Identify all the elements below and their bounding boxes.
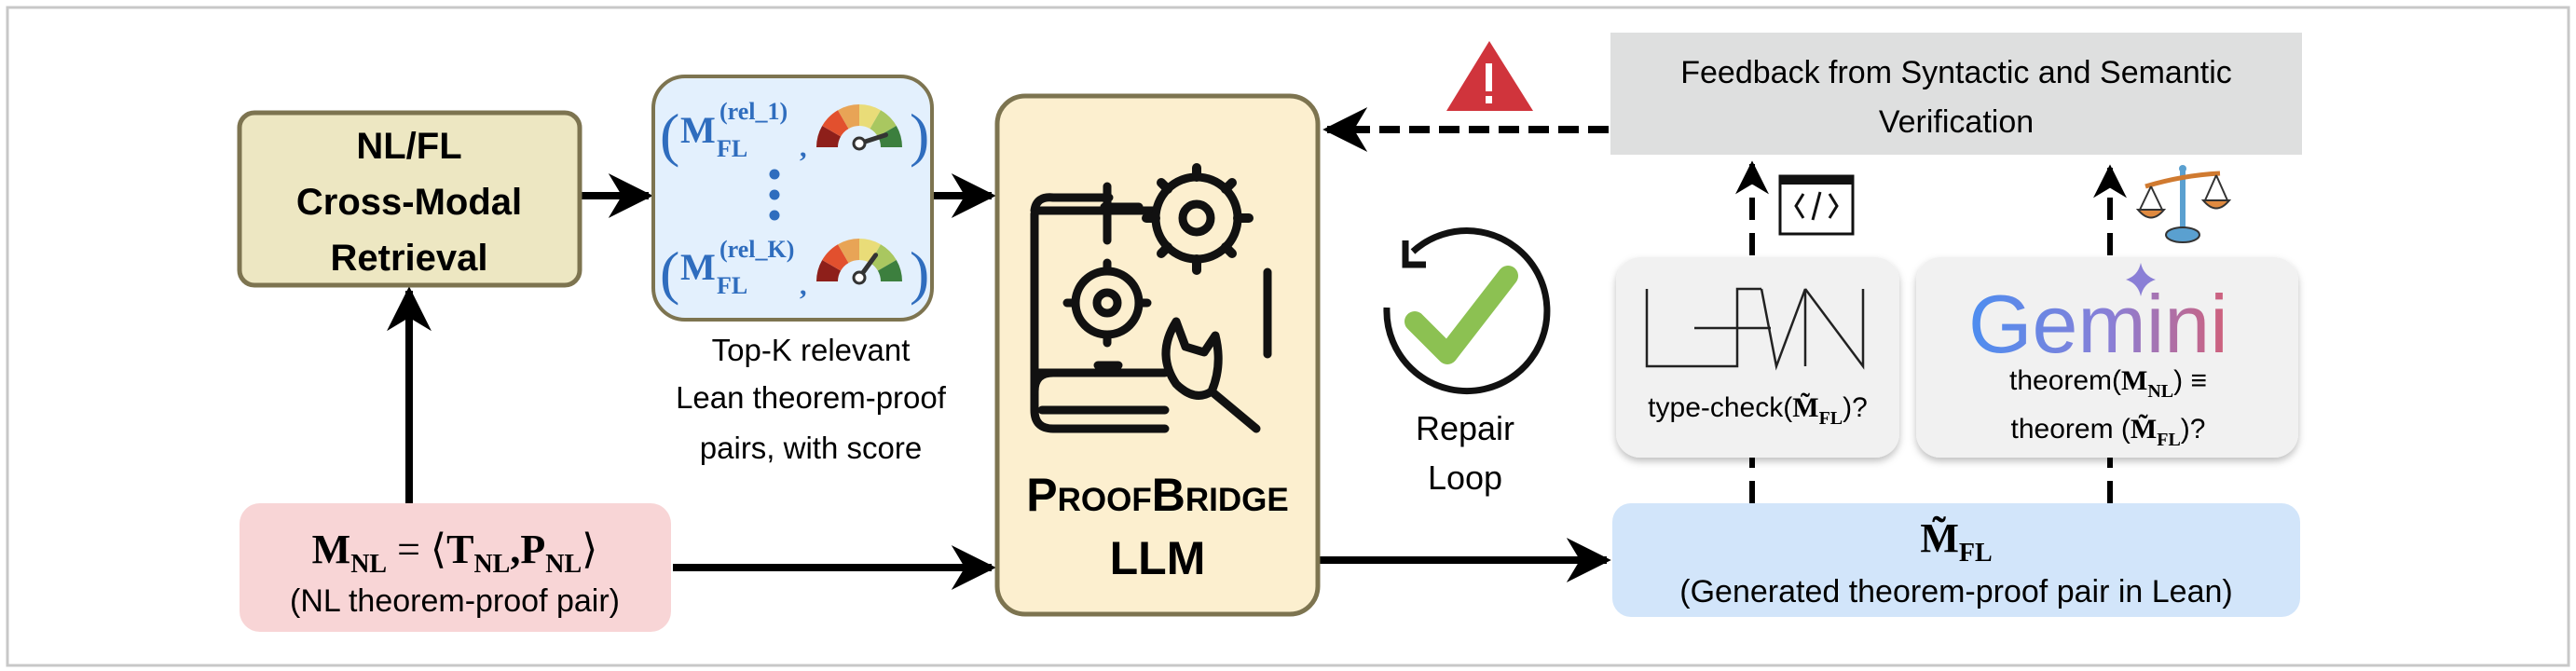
line2-suffix: )?: [2181, 414, 2206, 445]
candidates-caption: Top-K relevant Lean theorem-proof pairs,…: [676, 333, 947, 465]
type-check-prefix: type-check(: [1648, 392, 1792, 423]
feedback-box: Feedback from Syntactic and Semantic Ver…: [1610, 33, 2302, 155]
gauge-hub: [852, 136, 867, 151]
candidate-sup: (rel_1): [719, 98, 788, 125]
paren-open: (: [660, 240, 679, 306]
code-window-icon: [1778, 174, 1855, 236]
line2-prefix: theorem (: [2011, 414, 2131, 445]
balance-scale-icon: [2135, 165, 2232, 243]
book-gears-wrench-icon: [1030, 163, 1272, 433]
input-box: MNL = ⟨TNL,PNL⟩ (NL theorem-proof pair): [240, 503, 671, 632]
repair-loop: Repair Loop: [1383, 227, 1551, 497]
gauge-segment: [838, 104, 859, 130]
retrieval-label-3: Retrieval: [331, 238, 488, 279]
gauge-segment: [859, 104, 881, 130]
candidate-item-k: ( M FL (rel_K) , ): [660, 236, 929, 306]
formula-m: M: [312, 527, 351, 572]
circular-arrow-icon: [1383, 227, 1551, 395]
model-box: ProofBridge LLM: [994, 93, 1321, 617]
retrieval-box: NL/FL Cross-Modal Retrieval: [237, 110, 582, 288]
gemini-logo: Gemini: [1968, 278, 2228, 370]
candidate-item-1: ( M FL (rel_1) , ): [660, 98, 929, 168]
formula-close: ⟩: [582, 527, 597, 572]
lean-verifier-box: type-check(M̃FL)?: [1616, 257, 1899, 458]
formula-eq: = ⟨: [387, 527, 446, 572]
formula-sub: NL: [350, 550, 387, 579]
theorem-equiv-line-2: theorem (M̃FL)?: [2011, 414, 2206, 450]
paren-close: ): [910, 102, 929, 168]
gauge-segment: [822, 110, 849, 137]
type-check-suffix: )?: [1843, 392, 1868, 423]
output-box: M̃FL (Generated theorem-proof pair in Le…: [1612, 503, 2300, 617]
repair-label-1: Repair: [1416, 409, 1514, 447]
model-suffix: LLM: [1110, 532, 1206, 584]
gauge-segment: [877, 260, 902, 281]
gauge-segment: [838, 239, 859, 264]
formula-sub: NL: [545, 550, 582, 579]
caption-line-3: pairs, with score: [700, 431, 922, 465]
candidate-comma: ,: [800, 270, 807, 301]
output-symbol: M̃FL: [1920, 515, 1992, 568]
retrieval-label-1: NL/FL: [356, 126, 461, 167]
type-check-sub: FL: [1819, 408, 1843, 429]
gauge-segment: [816, 260, 842, 281]
input-formula: MNL = ⟨TNL,PNL⟩: [312, 527, 598, 579]
lean-logo: [1645, 287, 1865, 371]
input-caption: (NL theorem-proof pair): [290, 583, 620, 619]
feedback-label-2: Verification: [1879, 104, 2034, 140]
line1-symbol: M: [2121, 365, 2147, 396]
caption-line-2: Lean theorem-proof: [676, 380, 947, 415]
type-check-label: type-check(M̃FL)?: [1648, 392, 1868, 429]
caption-line-1: Top-K relevant: [712, 333, 911, 367]
candidate-sup: (rel_K): [719, 236, 794, 263]
line1-suffix: ) ≡: [2173, 365, 2207, 396]
formula-p: P: [520, 527, 545, 572]
ellipsis-dots: [769, 169, 780, 221]
candidates-box: ( M FL (rel_1) , ) ( M FL (rel_K) , ): [651, 75, 934, 322]
warning-icon: [1446, 41, 1533, 111]
gauge-segment: [816, 126, 842, 147]
candidate-symbol: M: [680, 246, 716, 288]
line1-prefix: theorem(: [2009, 365, 2121, 396]
formula-sub: NL: [473, 550, 510, 579]
candidate-comma: ,: [800, 132, 807, 163]
model-name: ProofBridge: [1026, 469, 1288, 521]
paren-open: (: [660, 102, 679, 168]
output-caption: (Generated theorem-proof pair in Lean): [1679, 574, 2232, 609]
relevance-gauge-icon: [816, 239, 902, 285]
candidate-sub: FL: [717, 135, 747, 162]
gauge-segment: [877, 126, 902, 147]
line2-sub: FL: [2157, 430, 2181, 450]
repair-label-2: Loop: [1428, 459, 1502, 497]
gemini-verifier-box: Gemini theorem(MNL) ≡ theorem (M̃FL)?: [1916, 257, 2298, 458]
relevance-gauge-icon: [816, 104, 902, 151]
line2-symbol: M̃: [2131, 414, 2157, 445]
formula-t: T: [446, 527, 473, 572]
candidate-sub: FL: [717, 272, 747, 299]
feedback-label-1: Feedback from Syntactic and Semantic: [1680, 55, 2232, 90]
output-sub: FL: [1959, 539, 1993, 568]
gauge-hub: [852, 270, 867, 285]
candidate-symbol: M: [680, 109, 716, 151]
paren-close: ): [910, 240, 929, 306]
gauge-segment: [859, 239, 881, 264]
gemini-spark-icon: [2126, 263, 2156, 296]
retrieval-label-2: Cross-Modal: [296, 182, 522, 223]
gauge-segment: [870, 110, 897, 137]
checkmark-icon: [1404, 266, 1518, 364]
line1-sub: NL: [2147, 381, 2173, 402]
gauge-segment: [870, 244, 897, 271]
formula-comma: ,: [510, 527, 520, 572]
output-m: M̃: [1920, 515, 1959, 561]
gauge-segment: [822, 244, 849, 271]
theorem-equiv-line-1: theorem(MNL) ≡: [2009, 365, 2207, 402]
type-check-symbol: M̃: [1792, 392, 1818, 423]
